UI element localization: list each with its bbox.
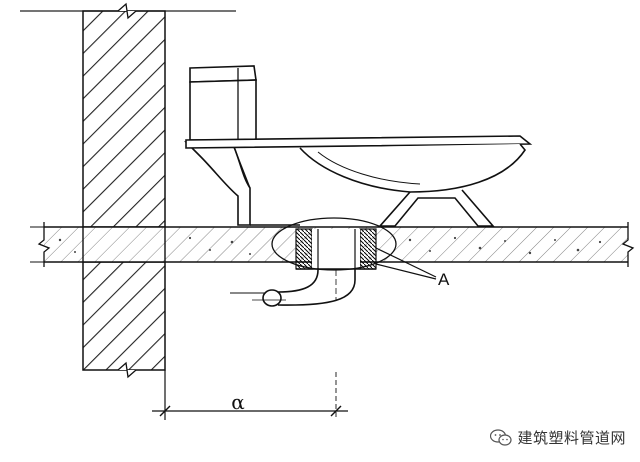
toilet-bowl-inner bbox=[317, 151, 421, 185]
toilet-seat bbox=[185, 135, 533, 149]
toilet-body-inner bbox=[231, 141, 251, 189]
label-a: A bbox=[438, 270, 450, 289]
toilet-tank bbox=[189, 79, 257, 141]
drain-elbow-inner bbox=[277, 268, 356, 306]
wall-lower bbox=[82, 261, 166, 371]
dimension-tick-right bbox=[330, 405, 342, 417]
toilet-body bbox=[184, 141, 251, 226]
toilet-pedestal bbox=[378, 189, 495, 227]
dimension-symbol: α bbox=[231, 390, 245, 414]
wall-upper bbox=[82, 10, 166, 228]
wall-break-bottom bbox=[117, 361, 137, 379]
slab-break-right bbox=[621, 222, 635, 267]
drain-pipe-end bbox=[262, 289, 282, 307]
leader-line-a-2 bbox=[375, 263, 437, 280]
watermark-text: 建筑塑料管道网 bbox=[517, 429, 626, 447]
pipe-opening bbox=[312, 229, 360, 269]
dimension-tick-left bbox=[159, 405, 171, 417]
leader-line-a-1 bbox=[375, 247, 437, 278]
detail-ellipse bbox=[271, 217, 397, 271]
sleeve-left bbox=[295, 228, 313, 270]
slab-aggregate bbox=[58, 236, 602, 255]
wall-break-top bbox=[117, 2, 137, 20]
watermark: 建筑塑料管道网 bbox=[490, 427, 626, 448]
sleeve-right bbox=[359, 228, 377, 270]
wechat-icon bbox=[490, 428, 513, 446]
slab-break-left bbox=[37, 222, 51, 267]
toilet-bowl bbox=[299, 143, 526, 193]
drain-elbow-outer bbox=[277, 268, 319, 293]
